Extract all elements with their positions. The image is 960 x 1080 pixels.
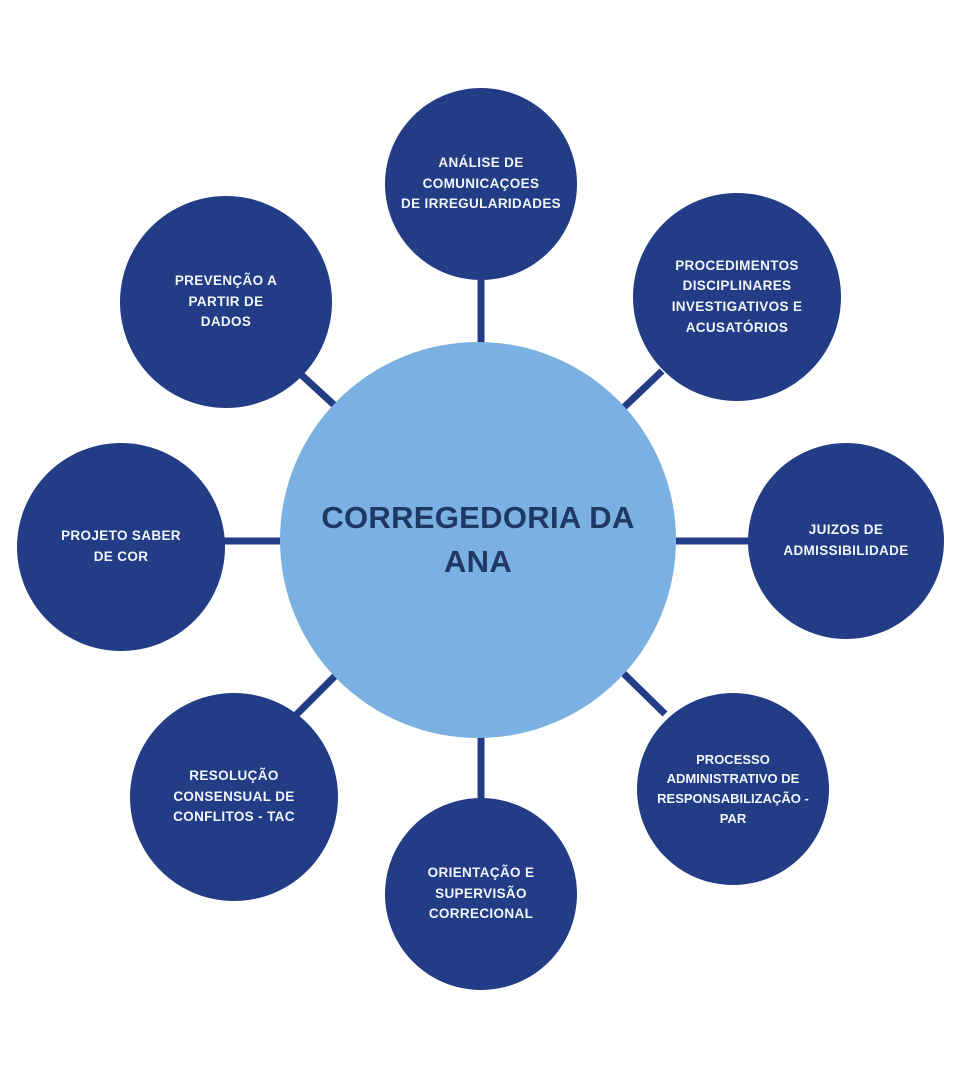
hub-node-corregedoria[interactable]: CORREGEDORIA DA ANA (280, 342, 676, 738)
spoke-node-orientacao-supervisao[interactable]: ORIENTAÇÃO E SUPERVISÃO CORRECIONAL (385, 798, 577, 990)
spoke-node-analise-comunicacoes[interactable]: ANÁLISE DE COMUNICAÇOES DE IRREGULARIDAD… (385, 88, 577, 280)
spoke-node-prevencao-dados[interactable]: PREVENÇÃO A PARTIR DE DADOS (120, 196, 332, 408)
connector-line-top-right (615, 368, 665, 416)
spoke-node-projeto-saber-de-cor[interactable]: PROJETO SABER DE COR (17, 443, 225, 651)
spoke-label-orientacao-supervisao: ORIENTAÇÃO E SUPERVISÃO CORRECIONAL (427, 865, 535, 922)
spoke-label-procedimentos-disciplinares: PROCEDIMENTOS DISCIPLINARES INVESTIGATIV… (671, 257, 803, 335)
connector-line-bottom-right (617, 667, 668, 717)
spoke-node-procedimentos-disciplinares[interactable]: PROCEDIMENTOS DISCIPLINARES INVESTIGATIV… (633, 193, 841, 401)
hub-label: CORREGEDORIA DA ANA (321, 499, 635, 579)
spoke-node-juizos-admissibilidade[interactable]: JUIZOS DE ADMISSIBILIDADE (748, 443, 944, 639)
spoke-node-resolucao-consensual-tac[interactable]: RESOLUÇÃO CONSENSUAL DE CONFLITOS - TAC (130, 693, 338, 901)
spoke-label-processo-administrativo-par: PROCESSO ADMINISTRATIVO DE RESPONSABILIZ… (657, 751, 809, 826)
spoke-node-processo-administrativo-par[interactable]: PROCESSO ADMINISTRATIVO DE RESPONSABILIZ… (637, 693, 829, 885)
spoke-label-projeto-saber-de-cor: PROJETO SABER DE COR (61, 528, 181, 564)
spoke-label-resolucao-consensual-tac: RESOLUÇÃO CONSENSUAL DE CONFLITOS - TAC (173, 768, 295, 825)
spoke-label-juizos-admissibilidade: JUIZOS DE ADMISSIBILIDADE (783, 522, 909, 558)
connector-line-bottom-left (293, 667, 344, 718)
spoke-label-analise-comunicacoes: ANÁLISE DE COMUNICAÇOES DE IRREGULARIDAD… (400, 155, 562, 212)
spoke-label-prevencao-dados: PREVENÇÃO A PARTIR DE DADOS (174, 273, 278, 330)
